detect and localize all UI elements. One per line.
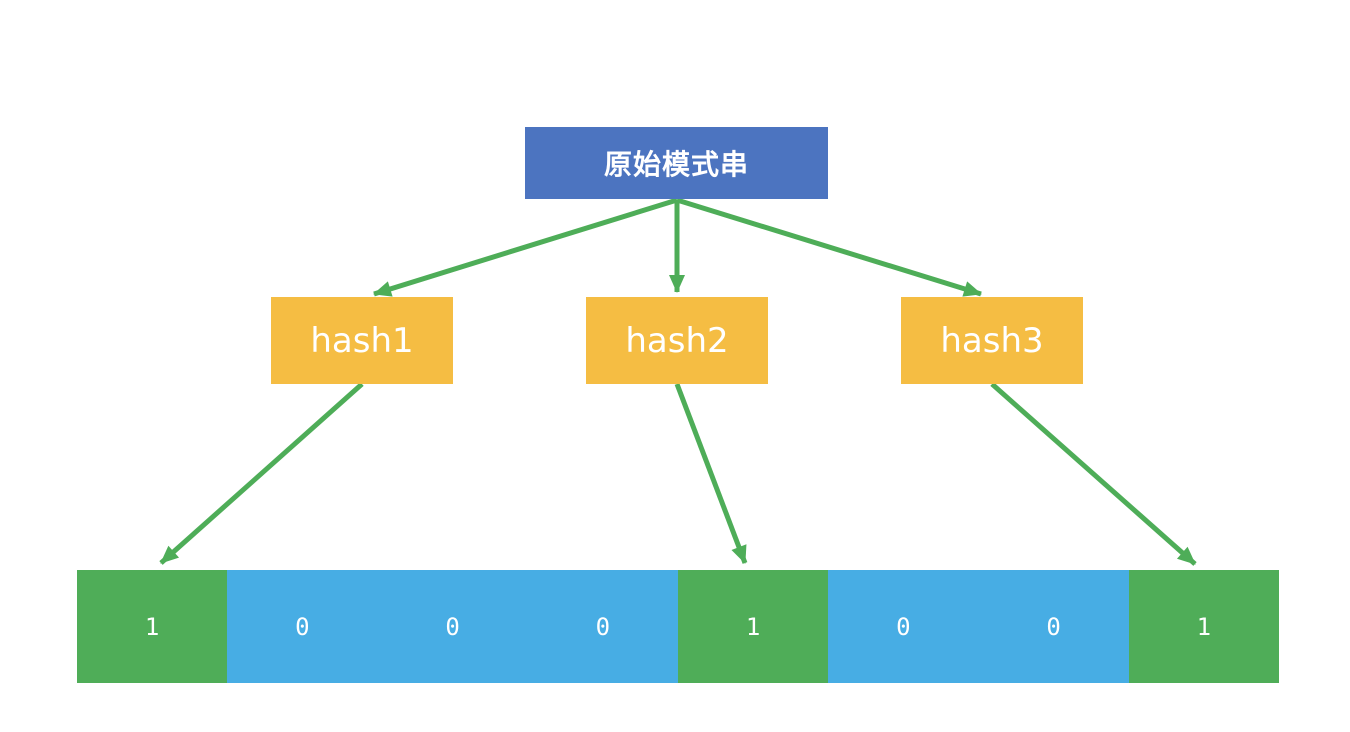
bit-cell-2: 0 xyxy=(377,570,528,683)
bit-cell-6: 0 xyxy=(978,570,1129,683)
edge-source-to-hash1 xyxy=(373,197,678,297)
bit-cell-1: 0 xyxy=(227,570,378,683)
hash3-node: hash3 xyxy=(901,297,1083,384)
edge-source-to-hash3 xyxy=(676,197,982,297)
bit-cell-7: 1 xyxy=(1128,570,1279,683)
hash2-node: hash2 xyxy=(586,297,768,384)
edge-hash3-to-bit7 xyxy=(990,382,1197,566)
bit-array: 1 0 0 0 1 0 0 1 xyxy=(77,570,1279,683)
source-pattern-node: 原始模式串 xyxy=(525,127,828,199)
hash2-label: hash2 xyxy=(625,320,729,361)
bit-cell-4: 1 xyxy=(678,570,829,683)
bit-cell-0: 1 xyxy=(77,570,228,683)
edge-hash1-to-bit0 xyxy=(159,382,364,565)
hash3-label: hash3 xyxy=(940,320,1044,361)
edge-hash2-to-bit4 xyxy=(674,383,748,564)
bit-cell-5: 0 xyxy=(828,570,979,683)
hash1-node: hash1 xyxy=(271,297,453,384)
bit-cell-3: 0 xyxy=(527,570,678,683)
hash1-label: hash1 xyxy=(310,320,414,361)
source-pattern-label: 原始模式串 xyxy=(603,148,749,181)
